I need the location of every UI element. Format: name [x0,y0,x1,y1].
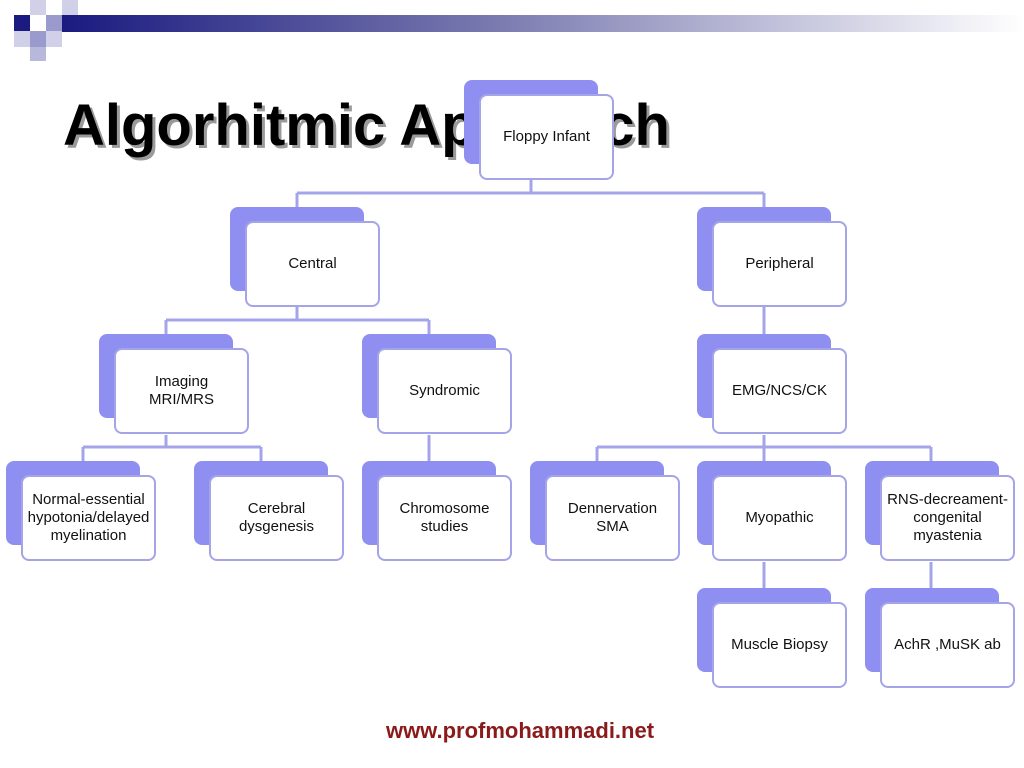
node-label: Peripheral [745,255,814,272]
node-label: Chromosome studies [399,500,490,535]
node-cerebral-dysgenesis: Cerebral dysgenesis [194,461,346,565]
node-normal-essential-hypotonia: Normal-essential hypotonia/delayed myeli… [6,461,158,565]
node-label: Muscle Biopsy [731,636,828,653]
node-label: Imaging MRI/MRS [149,373,214,408]
node-label: AchR ,MuSK ab [894,636,1001,653]
node-label: Myopathic [745,509,814,526]
node-emg-ncs-ck: EMG/NCS/CK [697,334,849,438]
node-label: Syndromic [409,382,480,399]
node-rns-congenital-myastenia: RNS-decreament-congenital myastenia [865,461,1017,565]
node-label: RNS-decreament-congenital myastenia [887,491,1008,544]
node-label: Central [288,255,337,272]
node-muscle-biopsy: Muscle Biopsy [697,588,849,692]
node-imaging: Imaging MRI/MRS [99,334,251,438]
node-chromosome-studies: Chromosome studies [362,461,514,565]
node-achr-musk-ab: AchR ,MuSK ab [865,588,1017,692]
node-peripheral: Peripheral [697,207,849,311]
node-syndromic: Syndromic [362,334,514,438]
node-myopathic: Myopathic [697,461,849,565]
node-dennervation-sma: Dennervation SMA [530,461,682,565]
node-central: Central [230,207,382,311]
node-label: Cerebral dysgenesis [238,500,315,535]
node-floppy-infant: Floppy Infant [464,80,616,184]
node-label: Dennervation SMA [567,500,658,535]
node-label: Normal-essential hypotonia/delayed myeli… [27,491,150,544]
node-label: Floppy Infant [503,128,590,145]
footer-website: www.profmohammadi.net [385,718,655,743]
decorative-header-bar [14,0,1024,61]
node-label: EMG/NCS/CK [731,382,827,399]
